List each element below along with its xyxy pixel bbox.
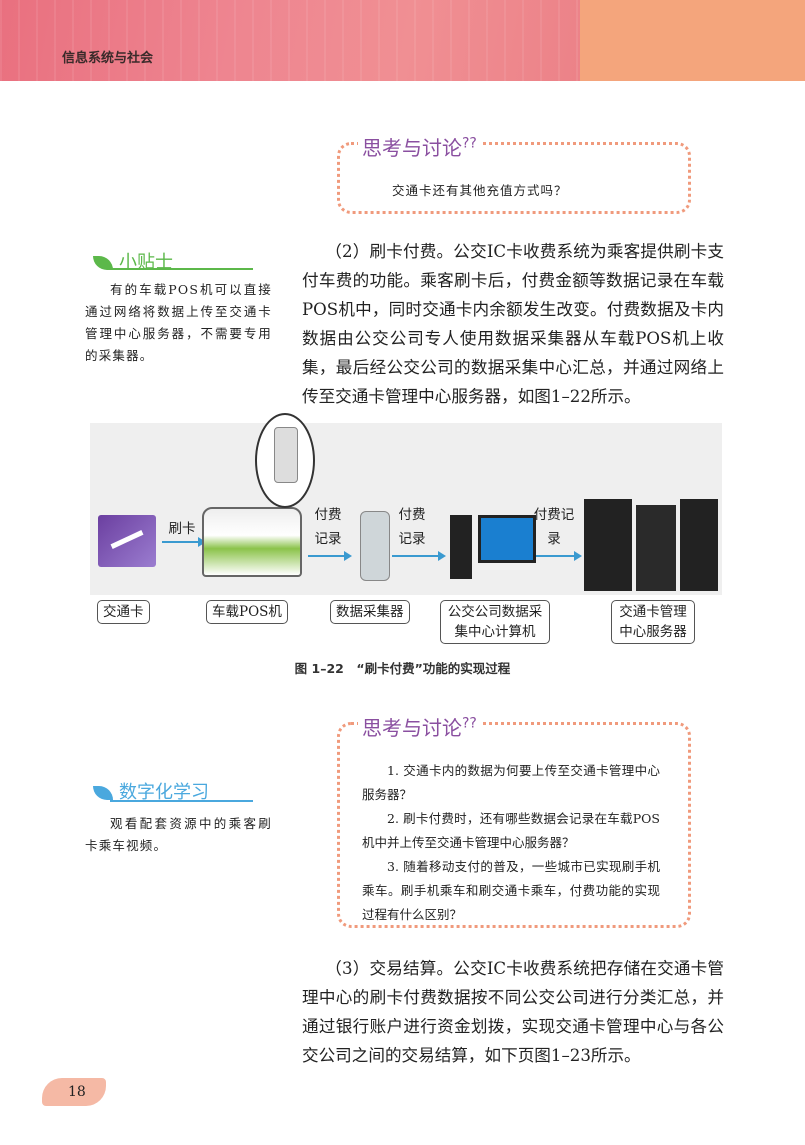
think-title: 思考与讨论: [362, 716, 462, 740]
monitor-image: [478, 515, 536, 563]
tip-underline: [110, 268, 253, 270]
arrow: [536, 551, 582, 561]
arrow-label: 付费记录: [398, 507, 426, 547]
question-2: 2. 刷卡付费时，还有哪些数据会记录在车载POS机中并上传至交通卡管理中心服务器…: [362, 811, 660, 850]
header-banner: [0, 0, 580, 81]
server-image: [680, 499, 718, 591]
digital-text: 观看配套资源中的乘客刷卡乘车视频。: [85, 816, 272, 853]
label-server: 交通卡管理中心服务器: [611, 600, 695, 644]
arrow: [392, 551, 446, 561]
digital-underline: [110, 800, 253, 802]
figure-1-22: 刷卡 付费记录 付费记录 付费记录: [90, 413, 722, 595]
digital-title: 数字化学习: [119, 782, 209, 803]
data-collector-image: [360, 511, 390, 581]
arrow-label: 付费记录: [314, 507, 342, 547]
figure-caption: 图 1–22 “刷卡付费”功能的实现过程: [294, 661, 511, 676]
tip-title: 小贴士: [119, 252, 173, 273]
think-box-2: 思考与讨论?? 1. 交通卡内的数据为何要上传至交通卡管理中心服务器？ 2. 刷…: [337, 712, 691, 928]
server-image: [584, 499, 632, 591]
arrow: [162, 537, 206, 547]
computer-tower-image: [450, 515, 472, 579]
transit-card-image: [98, 515, 156, 567]
pos-zoom-circle: [255, 413, 315, 508]
think-question: 交通卡还有其他充值方式吗？: [392, 183, 568, 198]
question-marks-icon: ??: [462, 135, 477, 152]
page-number: 18: [42, 1078, 106, 1106]
leaf-icon: [93, 786, 113, 800]
arrow: [308, 551, 352, 561]
label-transit-card: 交通卡: [97, 600, 150, 624]
digital-heading: 数字化学习: [93, 778, 209, 804]
tip-text: 有的车载POS机可以直接通过网络将数据上传至交通卡管理中心服务器，不需要专用的采…: [85, 282, 272, 363]
question-1: 1. 交通卡内的数据为何要上传至交通卡管理中心服务器？: [362, 763, 660, 802]
question-3: 3. 随着移动支付的普及，一些城市已实现刷手机乘车。刷手机乘车和刷交通卡乘车，付…: [362, 859, 660, 922]
label-pos: 车载POS机: [206, 600, 288, 624]
think-title: 思考与讨论: [362, 136, 462, 160]
bus-image: [202, 507, 302, 577]
server-image: [636, 505, 676, 591]
paragraph-3: （3）交易结算。公交IC卡收费系统把存储在交通卡管理中心的刷卡付费数据按不同公交…: [302, 959, 724, 1065]
think-box-1: 思考与讨论?? 交通卡还有其他充值方式吗？: [337, 132, 691, 214]
paragraph-2: （2）刷卡付费。公交IC卡收费系统为乘客提供刷卡支付车费的功能。乘客刷卡后，付费…: [302, 242, 724, 406]
tip-heading: 小贴士: [93, 248, 173, 274]
label-company-computer: 公交公司数据采集中心计算机: [440, 600, 550, 644]
arrow-label: 刷卡: [168, 521, 196, 537]
arrow-label: 付费记录: [533, 507, 575, 547]
chapter-title: 信息系统与社会: [62, 50, 154, 65]
header-corner: [580, 0, 805, 81]
leaf-icon: [93, 256, 113, 270]
question-marks-icon: ??: [462, 715, 477, 732]
label-collector: 数据采集器: [330, 600, 410, 624]
